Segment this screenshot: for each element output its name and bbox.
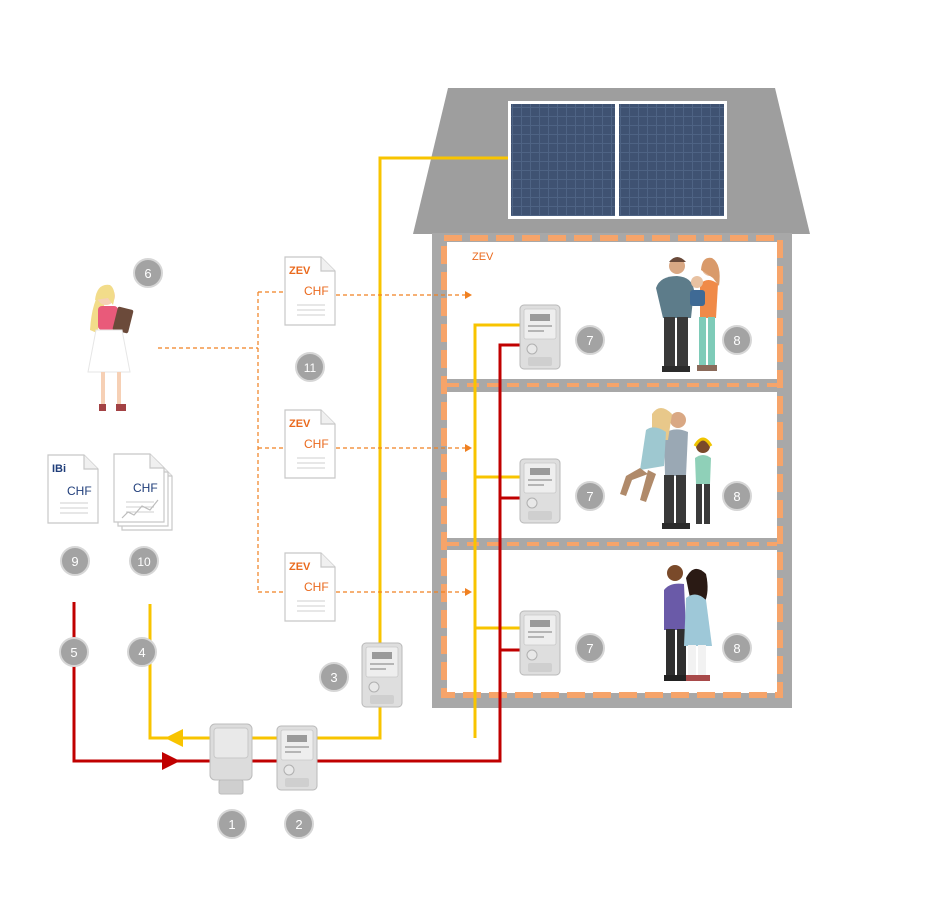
invoice-arrow-icon bbox=[465, 588, 472, 596]
zev-invoice-title: ZEV bbox=[289, 418, 311, 430]
solar-power-line bbox=[148, 156, 520, 740]
svg-text:7: 7 bbox=[586, 489, 593, 504]
family-icon bbox=[656, 257, 720, 372]
ibi-invoice-currency: CHF bbox=[67, 484, 92, 498]
grid-power-line bbox=[72, 343, 520, 763]
electricity-meter-icon bbox=[276, 725, 318, 791]
zev-invoice-currency: CHF bbox=[304, 284, 329, 298]
svg-text:8: 8 bbox=[733, 333, 740, 348]
zev-invoice-title: ZEV bbox=[289, 561, 311, 573]
floor-3 bbox=[447, 550, 777, 693]
svg-text:1: 1 bbox=[228, 817, 235, 832]
electricity-meter-icon bbox=[519, 304, 561, 370]
badge-8: 8 bbox=[722, 481, 752, 511]
zev-invoice-currency: CHF bbox=[304, 580, 329, 594]
badge-5: 5 bbox=[59, 637, 89, 667]
arrow-to-grid-icon bbox=[165, 729, 183, 747]
electricity-meter-icon bbox=[361, 642, 403, 708]
svg-text:6: 6 bbox=[144, 266, 151, 281]
ibi-invoice: IBi CHF bbox=[47, 454, 99, 524]
svg-text:7: 7 bbox=[586, 641, 593, 656]
badge-10: 10 bbox=[129, 546, 159, 576]
svg-text:5: 5 bbox=[70, 645, 77, 660]
zev-invoice-title: ZEV bbox=[289, 265, 311, 277]
family-icon bbox=[664, 565, 712, 681]
badge-11: 11 bbox=[295, 352, 325, 382]
badges: 1 2 3 4 5 6 7 7 7 8 8 8 9 10 11 bbox=[59, 258, 752, 839]
svg-text:10: 10 bbox=[137, 555, 151, 569]
svg-text:9: 9 bbox=[71, 554, 78, 569]
electricity-meter-icon bbox=[519, 610, 561, 676]
badge-7: 7 bbox=[575, 325, 605, 355]
badge-1: 1 bbox=[217, 809, 247, 839]
floor-2 bbox=[447, 392, 777, 538]
zev-invoice-1: ZEV CHF bbox=[284, 256, 336, 326]
badge-3: 3 bbox=[319, 662, 349, 692]
settlement-invoice-stack: CHF bbox=[113, 453, 173, 531]
solar-panel-icon bbox=[508, 101, 727, 219]
svg-text:7: 7 bbox=[586, 333, 593, 348]
house: ZEV bbox=[413, 88, 810, 708]
badge-6: 6 bbox=[133, 258, 163, 288]
badge-9: 9 bbox=[60, 546, 90, 576]
arrow-from-grid-icon bbox=[162, 752, 180, 770]
svg-text:8: 8 bbox=[733, 489, 740, 504]
badge-8: 8 bbox=[722, 633, 752, 663]
family-icon bbox=[620, 408, 713, 529]
badge-7: 7 bbox=[575, 481, 605, 511]
connection-box-icon bbox=[209, 723, 253, 795]
zev-label: ZEV bbox=[472, 251, 494, 263]
svg-text:4: 4 bbox=[138, 645, 145, 660]
settlement-invoice-currency: CHF bbox=[133, 481, 158, 495]
badge-7: 7 bbox=[575, 633, 605, 663]
invoice-flow bbox=[158, 291, 466, 593]
svg-text:3: 3 bbox=[330, 670, 337, 685]
floor-1 bbox=[447, 242, 777, 379]
person-icon bbox=[87, 284, 134, 411]
zev-invoice-2: ZEV CHF bbox=[284, 409, 336, 479]
chart-icon bbox=[121, 499, 159, 519]
electricity-meter-icon bbox=[519, 458, 561, 524]
ibi-logo: IBi bbox=[52, 463, 66, 475]
zev-invoice-3: ZEV CHF bbox=[284, 552, 336, 622]
badge-2: 2 bbox=[284, 809, 314, 839]
svg-text:8: 8 bbox=[733, 641, 740, 656]
zev-invoice-currency: CHF bbox=[304, 437, 329, 451]
invoice-arrow-icon bbox=[465, 444, 472, 452]
badge-4: 4 bbox=[127, 637, 157, 667]
svg-text:11: 11 bbox=[304, 361, 317, 375]
invoice-arrow-icon bbox=[465, 291, 472, 299]
zev-boundary bbox=[441, 235, 783, 698]
svg-text:2: 2 bbox=[295, 817, 302, 832]
badge-8: 8 bbox=[722, 325, 752, 355]
